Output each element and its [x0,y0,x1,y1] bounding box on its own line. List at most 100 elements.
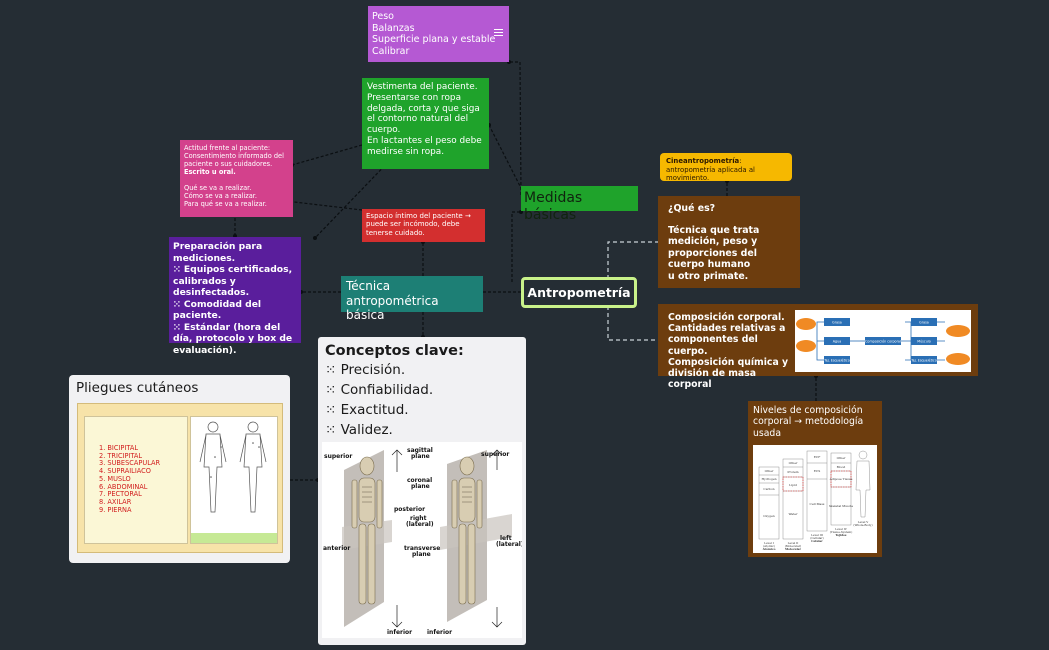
tissue-3: Adipose Tissue [829,477,853,481]
atomic-4: Oxygen [763,514,775,518]
pliegue-item: 4. SUPRAILIACO [99,467,151,476]
preparacion-item: ⁙ Estándar (hora del día, protocolo y bo… [173,321,293,356]
cellular-2: ECS [814,469,821,473]
que-es-node[interactable]: ¿Qué es? Técnica que trata medición, pes… [658,196,800,288]
level-1-label: Level I(Atomic)Atómico [762,541,776,551]
level-2-label: Level II(Molecular)Molecular [785,541,802,551]
niveles-figure: Other Hydrogen Carbon Oxygen Other Prote… [753,445,877,553]
que-es-body: Técnica que trata medición, peso y propo… [668,224,760,282]
pliegues-figure: 1. BICIPITAL 2. TRICIPITAL 3. SUBESCAPUL… [77,403,283,553]
pliegues-list-panel: 1. BICIPITAL 2. TRICIPITAL 3. SUBESCAPUL… [84,416,188,544]
preparacion-item: ⁙ Equipos certificados, calibrados y des… [173,264,293,298]
pliegues-caption-bar [191,533,277,543]
notes-icon [494,29,503,36]
pliegue-item: 3. SUBESCAPULAR [99,459,161,468]
level-5-label: Level V(Whole-Body) [853,520,872,527]
label-anterior: anterior [323,545,350,552]
comp-left-1: Grasa [832,321,842,325]
atomic-3: Carbon [763,487,774,491]
tissue-4: Skeletal Muscle [829,504,853,508]
connector-actitud-2 [314,154,396,239]
label-inferior-l: inferior [387,629,412,636]
label-left: left(lateral) [496,535,522,548]
conceptos-title: Conceptos clave: [325,343,464,359]
conceptos-item: ⁙ Exactitud. [325,402,409,418]
bullet-icon: ⁙ [325,362,341,378]
pliegue-item: 5. MUSLO [99,474,131,483]
bullet-icon: ⁙ [173,298,184,310]
composicion-chart: Grasa Agua Tej. Esquelético Composición … [795,310,971,372]
cellular-1: ECF [814,455,821,459]
actitud-line-4: Qué se va a realizar. Cómo se va a reali… [184,184,267,208]
comp-right-3: Tej. Esquelético [910,359,937,363]
tecnica-node[interactable]: Técnica antropométrica básica [341,276,483,322]
conceptos-item: ⁙ Validez. [325,422,393,438]
pliegues-body-panel [190,416,278,544]
pliegue-item: 7. PECTORAL [99,490,142,499]
label-inferior-r: inferior [427,629,452,636]
molecular-2: Protein [787,470,798,474]
comp-left-3: Tej. Esquelético [823,359,850,363]
pliegue-item: 8. AXILAR [99,497,132,506]
tissue-2: Blood [837,465,846,469]
composicion-text: Composición corporal. Cantidades relativ… [668,312,789,391]
label-superior-r: superior [481,451,509,458]
pliegue-item: 6. ABDOMINAL [99,482,148,491]
label-posterior: posterior [394,506,425,513]
actitud-line-2: Consentimiento informado del paciente o … [184,152,284,168]
medidas-basicas-node[interactable]: Medidas básicas [521,186,638,223]
molecular-3: Lipid [789,483,797,487]
antropometria-node[interactable]: Antropometría [521,277,637,308]
connector-vestimenta [488,124,523,191]
tissue-1: Other [837,456,846,460]
peso-text: Peso Balanzas Superficie plana y estable… [372,11,496,57]
atomic-2: Hydrogen [761,477,776,481]
niveles-text: Niveles de composición corporal → metodo… [753,405,864,439]
label-right: right(lateral) [406,515,434,528]
pliegue-item: 2. TRICIPITAL [99,451,143,460]
label-superior-l: superior [324,453,352,460]
vestimenta-node[interactable]: Vestimenta del paciente. Presentarse con… [362,78,489,169]
bullet-icon: ⁙ [325,382,341,398]
pliegues-title: Pliegues cutáneos [76,380,199,396]
preparacion-node[interactable]: Preparación para mediciones. ⁙ Equipos c… [169,237,301,356]
cineantropometria-node[interactable]: Cineantropometría: antropometría aplicad… [660,153,792,182]
molecular-4: Water [788,512,798,516]
preparacion-item: ⁙ Comodidad del paciente. [173,298,262,322]
pliegue-item: 9. PIERNA [99,505,132,514]
actitud-node[interactable]: Actitud frente al paciente: Consentimien… [180,140,293,217]
cineantropometria-bold: Cineantropometría [666,157,740,165]
peso-node[interactable]: Peso Balanzas Superficie plana y estable… [368,6,509,62]
level-4-label: Level IV(Tissue-System)Tejidos [830,527,853,537]
cineantropometria-rest: : antropometría aplicada al movimiento. [666,157,755,182]
pliegues-list: 1. BICIPITAL 2. TRICIPITAL 3. SUBESCAPUL… [99,444,161,514]
connector-medidas [511,211,521,282]
level-3-label: Level III(Cellular)Celular [810,533,823,543]
molecular-1: Other [789,461,798,465]
pliegues-node[interactable]: Pliegues cutáneos 1. BICIPITAL 2. TRICIP… [69,375,290,563]
niveles-node[interactable]: Niveles de composición corporal → metodo… [748,401,882,557]
bullet-icon: ⁙ [325,422,341,438]
que-es-title: ¿Qué es? [668,203,716,214]
composicion-node[interactable]: Composición corporal. Cantidades relativ… [658,304,978,390]
actitud-line-3: Escrito u oral. [184,168,236,176]
conceptos-clave-node[interactable]: Conceptos clave: ⁙ Precisión. ⁙ Confiabi… [318,337,526,645]
conceptos-item: ⁙ Confiabilidad. [325,382,434,398]
comp-left-2: Agua [833,340,841,344]
connector-peso [509,61,522,196]
bullet-icon: ⁙ [325,402,341,418]
comp-center: Composición corporal [865,340,901,344]
preparacion-title: Preparación para mediciones. [173,241,263,264]
atomic-1: Other [765,469,774,473]
comp-right-1: Grasa [919,321,929,325]
bullet-icon: ⁙ [173,264,184,275]
comp-right-2: Músculo [917,340,931,344]
conceptos-item: ⁙ Precisión. [325,362,406,378]
espacio-intimo-node[interactable]: Espacio íntimo del paciente → puede ser … [362,209,485,242]
bullet-icon: ⁙ [173,321,184,333]
cellular-3: Cell Mass [810,502,825,506]
